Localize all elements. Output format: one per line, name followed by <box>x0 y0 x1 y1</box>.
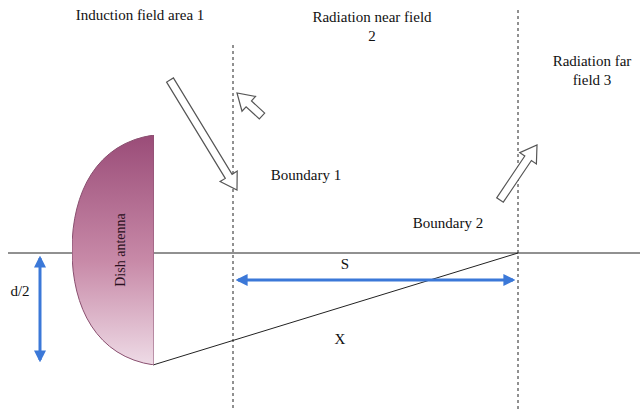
dimension-label: X <box>330 330 350 349</box>
dimension-arrow <box>238 279 513 282</box>
dimension-label: S <box>335 255 355 274</box>
boundary-label: Boundary 2 <box>393 214 503 233</box>
boundary-line <box>233 45 234 410</box>
region-label: Radiation far field 3 <box>546 52 638 90</box>
distance-line <box>153 253 518 365</box>
region-label: Radiation near field 2 <box>312 8 432 46</box>
pointer-arrow <box>167 78 238 190</box>
dimension-label: d/2 <box>5 282 35 301</box>
dish-shape <box>72 135 154 365</box>
dimension-arrow <box>39 258 42 360</box>
region-label: Induction field area 1 <box>75 6 205 25</box>
pointer-arrow <box>497 145 537 202</box>
antenna-label: Dish antenna <box>113 213 129 286</box>
boundary-label: Boundary 1 <box>251 166 361 185</box>
dish-outline <box>72 135 154 365</box>
boundary-line <box>518 10 519 410</box>
pointer-arrow <box>237 93 265 119</box>
dish-antenna: Dish antenna <box>72 135 154 365</box>
